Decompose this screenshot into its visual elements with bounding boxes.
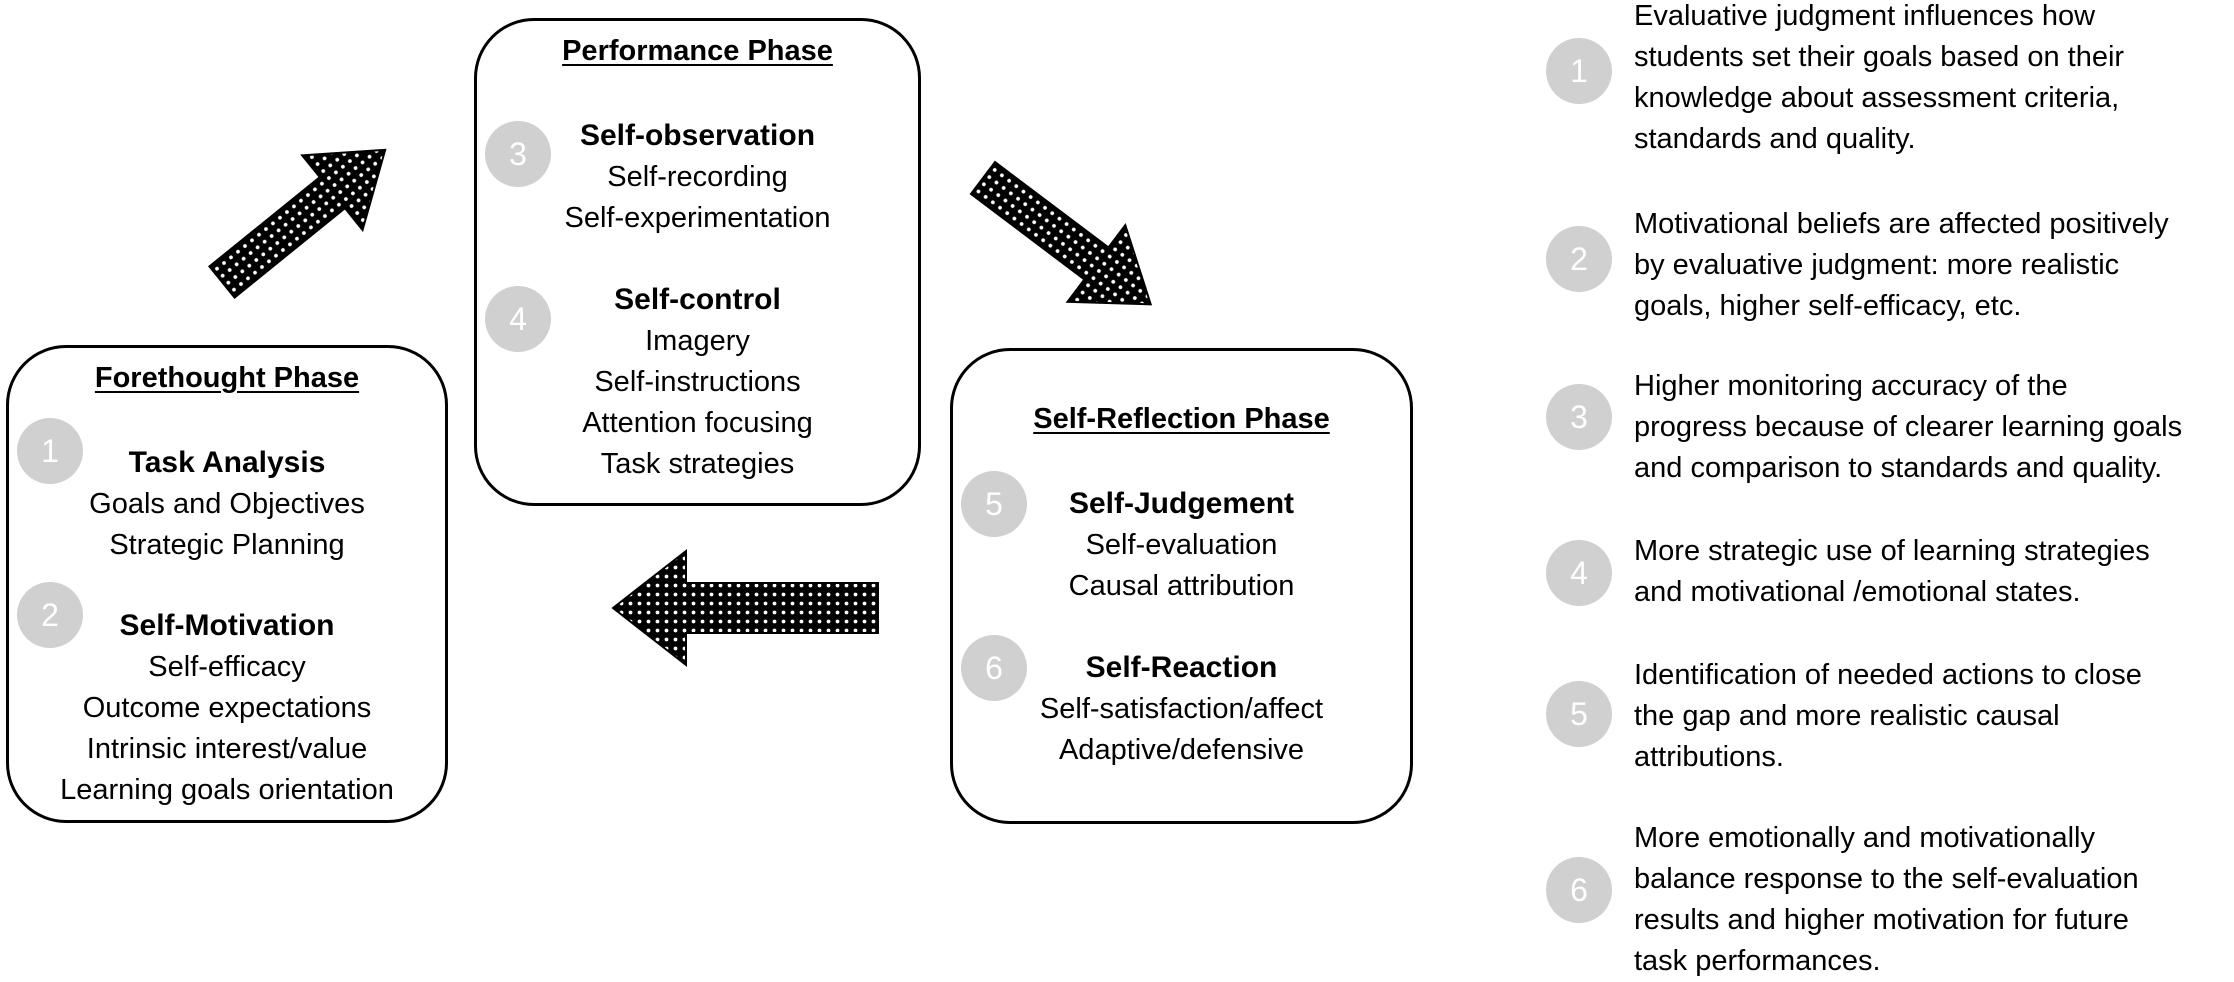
note-line: Identification of needed actions to clos… [1634, 659, 2142, 691]
performance-phase-title: Performance Phase [562, 35, 833, 67]
group-item: Task strategies [600, 448, 795, 480]
step-badge-6: 6 [961, 635, 1027, 701]
self-reaction-heading: Self-Reaction [1085, 651, 1278, 684]
group-item: Self-instructions [594, 366, 801, 398]
self-control-heading: Self-control [614, 283, 781, 316]
group-item: Self-satisfaction/affect [1039, 693, 1324, 725]
note-line: balance response to the self-evaluation [1634, 863, 2139, 895]
self-motivation-group: Self-Motivation Self-efficacy Outcome ex… [9, 605, 445, 811]
group-item: Self-recording [607, 161, 788, 193]
self-reaction-group: Self-Reaction Self-satisfaction/affect A… [953, 647, 1410, 771]
self-control-group: Self-control Imagery Self-instructions A… [477, 279, 918, 485]
step-badge-2: 2 [17, 582, 83, 648]
note-1: Evaluative judgment influences how stude… [1634, 0, 2234, 160]
note-line: knowledge about assessment criteria, [1634, 82, 2120, 114]
group-item: Imagery [645, 325, 750, 357]
note-line: results and higher motivation for future [1634, 904, 2129, 936]
note-line: and motivational /emotional states. [1634, 576, 2081, 608]
note-4: More strategic use of learning strategie… [1634, 531, 2234, 613]
arrow-forethought-to-performance [208, 148, 387, 299]
note-badge-1: 1 [1546, 38, 1612, 104]
group-item: Strategic Planning [109, 529, 345, 561]
note-line: students set their goals based on their [1634, 41, 2125, 73]
note-line: task performances. [1634, 945, 1881, 977]
arrow-reflection-to-forethought [611, 548, 879, 668]
step-badge-5: 5 [961, 471, 1027, 537]
group-item: Attention focusing [582, 407, 813, 439]
task-analysis-heading: Task Analysis [128, 446, 326, 479]
note-line: More emotionally and motivationally [1634, 822, 2095, 854]
note-badge-6: 6 [1546, 857, 1612, 923]
group-item: Outcome expectations [82, 692, 372, 724]
note-line: the gap and more realistic causal [1634, 700, 2060, 732]
step-badge-4: 4 [485, 286, 551, 352]
task-analysis-group: Task Analysis Goals and Objectives Strat… [9, 442, 445, 566]
self-judgement-group: Self-Judgement Self-evaluation Causal at… [953, 483, 1410, 607]
note-line: Motivational beliefs are affected positi… [1634, 208, 2169, 240]
group-item: Self-efficacy [148, 651, 306, 683]
group-item: Goals and Objectives [89, 488, 365, 520]
note-line: progress because of clearer learning goa… [1634, 411, 2183, 443]
note-line: Evaluative judgment influences how [1634, 0, 2096, 32]
note-line: More strategic use of learning strategie… [1634, 535, 2150, 567]
self-observation-group: Self-observation Self-recording Self-exp… [477, 115, 918, 239]
self-motivation-heading: Self-Motivation [119, 609, 335, 642]
note-line: attributions. [1634, 741, 1784, 773]
self-reflection-phase-title: Self-Reflection Phase [1033, 403, 1330, 435]
note-line: by evaluative judgment: more realistic [1634, 249, 2120, 281]
performance-phase-box: Performance Phase 3 Self-observation Sel… [474, 18, 921, 506]
step-badge-1: 1 [17, 418, 83, 484]
note-badge-2: 2 [1546, 226, 1612, 292]
group-item: Self-experimentation [564, 202, 831, 234]
note-5: Identification of needed actions to clos… [1634, 655, 2234, 778]
note-2: Motivational beliefs are affected positi… [1634, 204, 2234, 327]
forethought-phase-title: Forethought Phase [94, 362, 360, 394]
group-item: Intrinsic interest/value [86, 733, 368, 765]
group-item: Adaptive/defensive [1058, 734, 1305, 766]
self-observation-heading: Self-observation [579, 119, 816, 152]
note-6: More emotionally and motivationally bala… [1634, 818, 2234, 982]
step-badge-3: 3 [485, 121, 551, 187]
group-item: Causal attribution [1068, 570, 1295, 602]
self-reflection-phase-box: Self-Reflection Phase 5 Self-Judgement S… [950, 348, 1413, 824]
arrow-performance-to-reflection [969, 160, 1153, 306]
note-badge-3: 3 [1546, 384, 1612, 450]
note-badge-4: 4 [1546, 540, 1612, 606]
note-badge-5: 5 [1546, 681, 1612, 747]
self-judgement-heading: Self-Judgement [1068, 487, 1295, 520]
group-item: Self-evaluation [1085, 529, 1278, 561]
forethought-phase-box: Forethought Phase 1 Task Analysis Goals … [6, 345, 448, 823]
note-3: Higher monitoring accuracy of the progre… [1634, 366, 2234, 489]
group-item: Learning goals orientation [60, 774, 394, 806]
note-line: standards and quality. [1634, 123, 1916, 155]
note-line: goals, higher self-efficacy, etc. [1634, 290, 2022, 322]
note-line: Higher monitoring accuracy of the [1634, 370, 2068, 402]
note-line: and comparison to standards and quality. [1634, 452, 2163, 484]
